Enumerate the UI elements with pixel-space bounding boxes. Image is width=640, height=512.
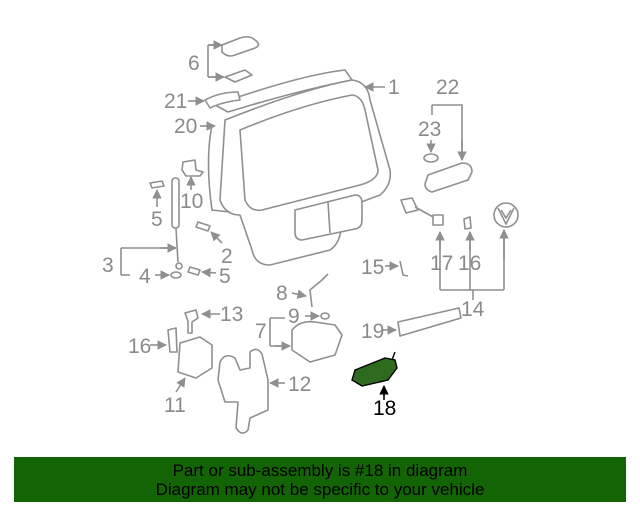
bolt-part-2[interactable]: [195, 221, 211, 232]
callout-7: 7: [255, 320, 267, 343]
banner-line-1: Part or sub-assembly is #18 in diagram: [172, 461, 468, 480]
callout-16b: 16: [128, 335, 151, 358]
bolt-part-5[interactable]: [149, 180, 165, 189]
liftgate-part-1[interactable]: [207, 69, 392, 266]
callout-23: 23: [418, 118, 441, 141]
bracket-part-12[interactable]: [217, 348, 269, 434]
bracket-part-10[interactable]: [181, 159, 204, 177]
callout-22: 22: [436, 76, 459, 99]
callout-15: 15: [361, 256, 384, 279]
callout-9: 9: [288, 305, 300, 328]
callout-10: 10: [180, 190, 203, 213]
callout-19: 19: [361, 320, 384, 343]
callout-1: 1: [388, 76, 400, 99]
nut-part-4[interactable]: [170, 271, 182, 279]
latch-part-7[interactable]: [291, 320, 343, 363]
clip-part-15[interactable]: [399, 260, 409, 277]
bolt-part-5b[interactable]: [187, 266, 201, 276]
callout-12: 12: [288, 373, 311, 396]
clip-part-16[interactable]: [463, 216, 472, 230]
callout-17: 17: [430, 252, 453, 275]
callout-16: 16: [458, 252, 481, 275]
sensor-part-13[interactable]: [184, 309, 199, 334]
callout-21: 21: [164, 90, 187, 113]
trim-part-19[interactable]: [397, 307, 462, 337]
banner-line-2: Diagram may not be specific to your vehi…: [155, 480, 485, 499]
callout-20: 20: [174, 115, 197, 138]
callout-13: 13: [220, 303, 243, 326]
callout-6: 6: [188, 52, 200, 75]
callout-18: 18: [373, 397, 396, 420]
hinge-part-6[interactable]: [221, 36, 260, 83]
bolt-part-9[interactable]: [320, 312, 330, 320]
clip-part-16b[interactable]: [167, 327, 178, 353]
callout-8: 8: [276, 282, 288, 305]
callout-14: 14: [461, 298, 485, 321]
callout-11: 11: [164, 394, 186, 417]
callout-2: 2: [221, 245, 233, 268]
rod-part-8[interactable]: [309, 273, 329, 308]
handle-switch-part-22[interactable]: [424, 162, 473, 193]
license-light-part-18[interactable]: [351, 351, 398, 387]
info-banner: Part or sub-assembly is #18 in diagram D…: [14, 457, 626, 502]
strut-part-3[interactable]: [171, 177, 183, 270]
callout-4: 4: [139, 265, 151, 288]
bulb-part-23[interactable]: [423, 153, 439, 163]
actuator-part-11[interactable]: [177, 336, 213, 379]
callout-5: 5: [151, 208, 163, 231]
seal-part-21[interactable]: [204, 91, 241, 109]
callout-3: 3: [102, 254, 114, 277]
harness-part-17[interactable]: [400, 197, 444, 226]
emblem-part[interactable]: [493, 202, 519, 228]
parts-diagram: 1 6 21 20 10 5 2 3 4 5 15 17 16 14 22 23…: [102, 36, 519, 434]
callout-5b: 5: [219, 265, 231, 288]
